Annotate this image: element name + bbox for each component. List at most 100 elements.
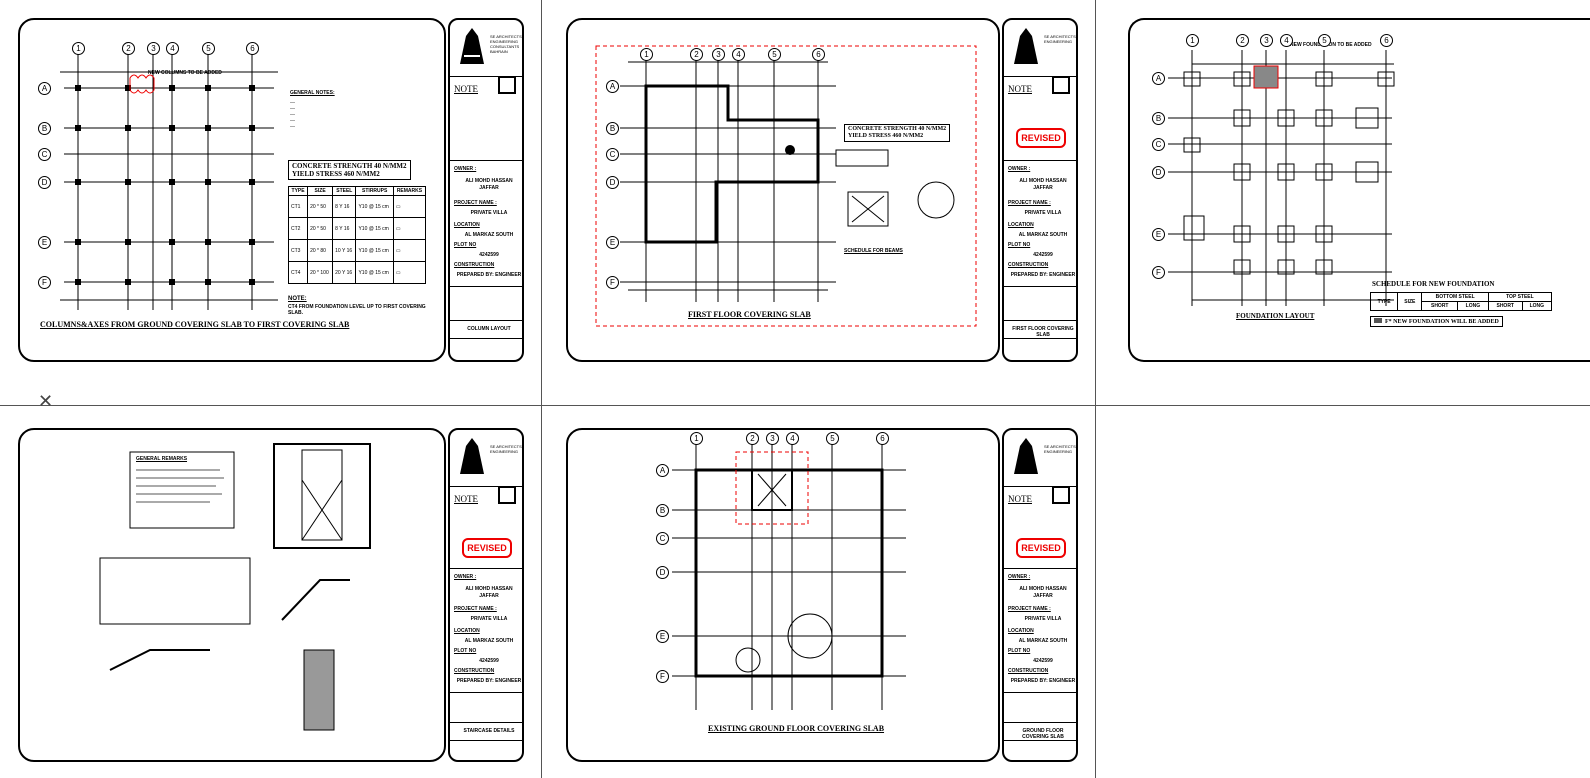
- divider: [450, 286, 522, 287]
- divider: [450, 722, 522, 723]
- axis-2: 2: [122, 42, 135, 55]
- sched-head-type: TYPE: [287, 186, 309, 196]
- axis-4: 4: [732, 48, 745, 61]
- location-value: AL MARKAZ SOUTH: [464, 232, 514, 238]
- foundation-drawing: [1168, 50, 1395, 306]
- divider: [1004, 692, 1076, 693]
- new-foundation-note: NEW FOUNDATION TO BE ADDED: [1290, 42, 1372, 48]
- axis-2: 2: [746, 432, 759, 445]
- sheet-title: FOUNDATION LAYOUT: [1236, 312, 1315, 320]
- spec-concrete: CONCRETE STRENGTH 40 N/MM2: [292, 162, 407, 170]
- sheet-foundation-layout[interactable]: NEW FOUNDATION TO BE ADDED 1 2 3 4 5 6 A…: [1128, 18, 1590, 362]
- revised-stamp: REVISED: [1016, 538, 1066, 558]
- cell: Y10 @ 15 cm: [355, 195, 394, 218]
- axis-5: 5: [1318, 34, 1331, 47]
- divider: [1004, 722, 1076, 723]
- firm-line: ENGINEERING: [490, 39, 519, 44]
- sheet-title: FIRST FLOOR COVERING SLAB: [688, 310, 811, 319]
- axis-4: 4: [1280, 34, 1293, 47]
- sched-head-type: TYPE: [1369, 292, 1399, 311]
- divider: [1004, 160, 1076, 161]
- qr-code-icon: [1052, 486, 1070, 504]
- cell: CT4: [287, 261, 309, 284]
- axis-d: D: [656, 566, 669, 579]
- revision-cloud: [735, 451, 809, 525]
- legend-text: F* NEW FOUNDATION WILL BE ADDED: [1385, 319, 1499, 325]
- new-column-note: NEW COLUMNS TO BE ADDED: [148, 70, 222, 76]
- location-value: AL MARKAZ SOUTH: [1018, 638, 1068, 644]
- cell: 8 Y 16: [332, 217, 357, 240]
- axis-c: C: [1152, 138, 1165, 151]
- sched-head-size: SIZE: [1397, 292, 1423, 311]
- axis-e: E: [656, 630, 669, 643]
- axis-a: A: [606, 80, 619, 93]
- axis-f: F: [1152, 266, 1165, 279]
- construction-label: CONSTRUCTION: [454, 262, 495, 268]
- sheet-divider-row: [0, 405, 1590, 406]
- divider: [450, 338, 522, 339]
- construction-value: PREPARED BY: ENGINEER: [1010, 678, 1076, 684]
- owner-name: ALI MOHD HASSAN: [1019, 178, 1067, 184]
- qr-code-icon: [498, 76, 516, 94]
- axis-a: A: [1152, 72, 1165, 85]
- axis-1: 1: [640, 48, 653, 61]
- construction-value: PREPARED BY: ENGINEER: [1010, 272, 1076, 278]
- axis-1: 1: [72, 42, 85, 55]
- qr-code-icon: [498, 486, 516, 504]
- firm-line: SE ARCHITECTS: [490, 444, 522, 449]
- staircase-drawing: [99, 443, 371, 731]
- general-remarks-title: GENERAL REMARKS: [136, 456, 188, 462]
- note-label: NOTE: [454, 84, 478, 94]
- close-icon[interactable]: ✕: [38, 391, 54, 412]
- sched-head-bottom: BOTTOM STEEL: [1421, 292, 1489, 302]
- firm-line: ENGINEERING: [1044, 39, 1073, 44]
- axis-b: B: [1152, 112, 1165, 125]
- axis-3: 3: [712, 48, 725, 61]
- construction-label: CONSTRUCTION: [1008, 668, 1049, 674]
- location-value: AL MARKAZ SOUTH: [1018, 232, 1068, 238]
- axis-3: 3: [147, 42, 160, 55]
- divider: [1004, 286, 1076, 287]
- axis-e: E: [38, 236, 51, 249]
- sched-head-steel: STEEL: [332, 186, 357, 196]
- axis-b: B: [656, 504, 669, 517]
- firm-line: ENGINEERING: [490, 449, 519, 454]
- sched-head-stirrups: STIRRUPS: [355, 186, 394, 196]
- sheet-staircase[interactable]: GENERAL REMARKS: [18, 428, 446, 762]
- new-foundation-hatch: [1253, 65, 1279, 89]
- spec-box: CONCRETE STRENGTH 40 N/MM2 YIELD STRESS …: [844, 124, 951, 142]
- plot-label: PLOT NO: [1008, 242, 1031, 248]
- sheet-first-floor-slab[interactable]: 1 2 3 4 5 6 A B C D E F CONCRETE STRENGT…: [566, 18, 1000, 362]
- construction-label: CONSTRUCTION: [454, 668, 495, 674]
- divider: [1004, 740, 1076, 741]
- revision-cloud: [129, 74, 155, 94]
- axis-5: 5: [202, 42, 215, 55]
- owner-name-2: JAFFAR: [479, 593, 499, 599]
- drawing-title: GROUND FLOOR COVERING SLAB: [1022, 728, 1064, 740]
- foundation-schedule: TYPE SIZE BOTTOM STEEL TOP STEEL SHORT L…: [1369, 292, 1553, 311]
- plot-value: 4242599: [1033, 658, 1053, 664]
- sheet-ground-floor-slab[interactable]: 1 2 3 4 5 6 A B C D E F EXISTING GROUND …: [566, 428, 1000, 762]
- divider: [1004, 338, 1076, 339]
- axis-d: D: [1152, 166, 1165, 179]
- axis-6: 6: [1380, 34, 1393, 47]
- owner-name-2: JAFFAR: [1033, 593, 1053, 599]
- plot-label: PLOT NO: [454, 242, 477, 248]
- cell: CT3: [287, 239, 309, 262]
- cell: 20 Y 16: [332, 261, 357, 284]
- axis-a: A: [38, 82, 51, 95]
- cell: CT1: [287, 195, 309, 218]
- firm-line: CONSULTANTS: [490, 44, 520, 49]
- divider: [450, 740, 522, 741]
- cell: 20 * 50: [307, 217, 334, 240]
- sheet-columns-axes[interactable]: NEW COLUMNS TO BE ADDED 1 2 3 4 5 6 A B …: [18, 18, 446, 362]
- axis-2: 2: [690, 48, 703, 61]
- note-label: NOTE:: [288, 296, 307, 302]
- divider: [1004, 568, 1076, 569]
